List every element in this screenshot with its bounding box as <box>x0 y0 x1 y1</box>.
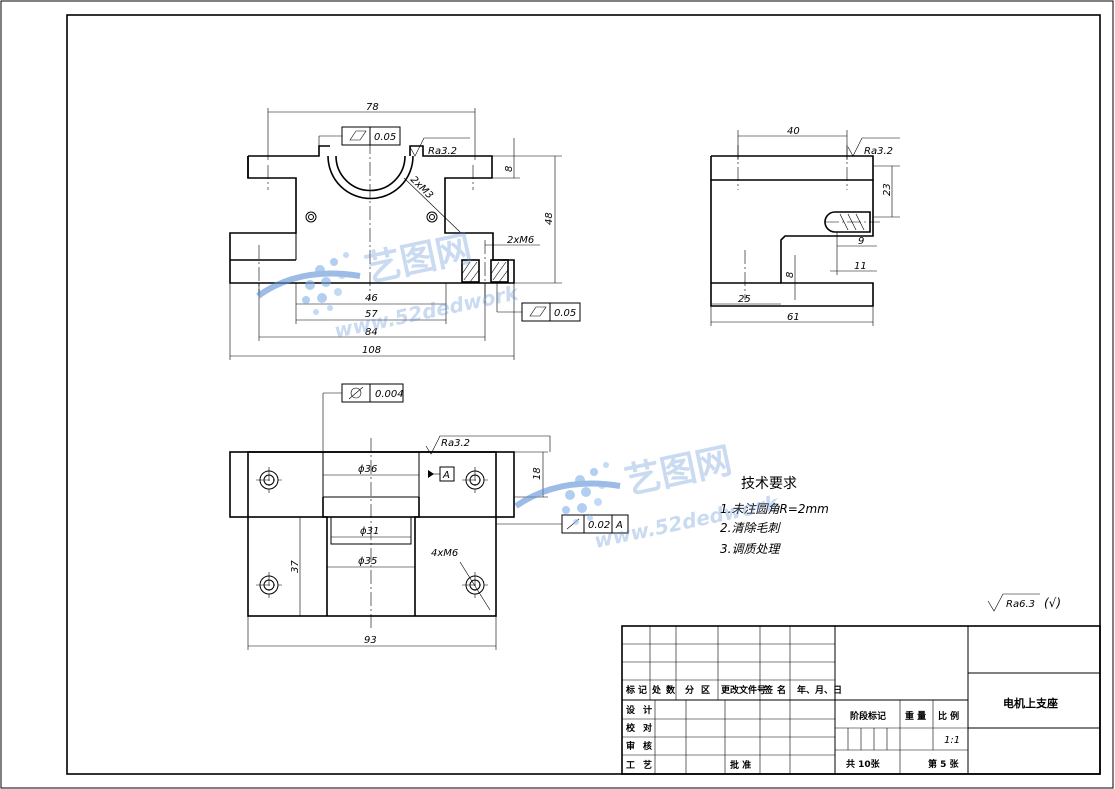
tb-sheets-total: 共 10张 <box>846 758 881 770</box>
tb-role-jiao: 校 <box>626 722 636 734</box>
tech-req-2: 2.清除毛刺 <box>720 521 781 535</box>
watermark-left: 艺图网 www.52dedwork <box>256 228 522 343</box>
dim-93: 93 <box>364 635 377 646</box>
dim-46: 46 <box>365 293 378 304</box>
general-roughness-value: Ra6.3 <box>1006 599 1035 610</box>
dim-25: 25 <box>738 294 751 305</box>
tb-role-dui: 对 <box>643 722 652 734</box>
flatness-top: 0.05 <box>374 132 396 143</box>
datum-a: A <box>442 470 450 481</box>
dim-18: 18 <box>532 467 543 480</box>
tb-weight: 重 量 <box>905 710 926 722</box>
dim-78: 78 <box>366 102 379 113</box>
technical-requirements: 技术要求 1.未注圆角R=2mm 2.清除毛刺 3.调质处理 <box>720 476 829 556</box>
thread-4xM6: 4xM6 <box>431 548 458 559</box>
tb-header-biao: 标 <box>625 684 635 696</box>
watermark-en-left: www.52dedwork <box>332 280 522 343</box>
dim-84: 84 <box>365 327 378 338</box>
dim-23: 23 <box>882 183 893 196</box>
runout-datum-ref: A <box>615 520 623 531</box>
tech-req-1: 1.未注圆角R=2mm <box>720 502 829 516</box>
top-view <box>229 383 629 650</box>
general-roughness-check: (√) <box>1044 596 1061 610</box>
side-dim-text: 40 23 9 11 8 25 61 Ra3.2 <box>738 126 893 323</box>
dim-37: 37 <box>290 560 301 573</box>
tb-scale-label: 比 例 <box>938 710 959 722</box>
watermark-right: 艺图网 www.52dedwork <box>514 440 782 553</box>
tb-approve: 批 准 <box>730 759 751 771</box>
flatness-bottom: 0.05 <box>554 308 576 319</box>
tb-header-chu: 处 <box>651 684 662 696</box>
tb-header-qu: 区 <box>701 685 710 696</box>
tech-req-title: 技术要求 <box>741 476 797 492</box>
dim-d36: ϕ36 <box>358 464 377 475</box>
cylindricity: 0.004 <box>375 389 404 400</box>
tb-part-name: 电机上支座 <box>1003 696 1058 710</box>
tb-header-ji: 记 <box>638 684 647 696</box>
dim-8: 8 <box>504 166 515 172</box>
roughness-front: Ra3.2 <box>428 146 457 157</box>
roughness-side: Ra3.2 <box>864 146 893 157</box>
watermark-cn-right: 艺图网 <box>621 440 735 503</box>
top-dim-text: ϕ36 ϕ31 ϕ35 93 37 18 4xM6 0.004 0.02 A A… <box>290 389 623 646</box>
tb-header-change-doc: 更改文件号 <box>721 684 766 696</box>
watermark-logo-globe <box>256 252 361 315</box>
dim-108: 108 <box>362 345 381 356</box>
dim-61: 61 <box>787 312 800 323</box>
runout: 0.02 <box>588 520 610 531</box>
dim-11: 11 <box>854 261 867 272</box>
dim-d31: ϕ31 <box>360 526 379 537</box>
title-block <box>621 625 1101 775</box>
tb-header-ming: 名 <box>777 684 786 696</box>
tb-role-she: 设 <box>626 704 636 716</box>
tb-header-shu: 数 <box>666 684 676 696</box>
dim-48: 48 <box>544 212 555 225</box>
tb-stage-mark: 阶段标记 <box>850 710 886 722</box>
watermark-cn-left: 艺图网 <box>361 228 475 291</box>
dim-57: 57 <box>365 309 378 320</box>
tech-req-3: 3.调质处理 <box>720 542 781 556</box>
tb-role-gong: 工 <box>626 760 635 771</box>
tb-role-ji: 计 <box>643 704 652 716</box>
tb-header-date: 年、月、日 <box>797 684 842 696</box>
dim-9: 9 <box>858 236 864 247</box>
watermark-logo-globe-2 <box>514 462 621 525</box>
tb-sheet-no: 第 5 张 <box>928 758 960 770</box>
tb-role-he: 核 <box>643 740 652 752</box>
general-roughness: Ra6.3 (√) <box>987 593 1061 612</box>
roughness-top: Ra3.2 <box>441 438 470 449</box>
inner-frame <box>66 14 1101 775</box>
front-view <box>229 108 581 360</box>
title-block-text: 标 记 处 数 分 区 更改文件号 签 名 年、月、日 设 计 校 对 审 核 … <box>625 684 1058 771</box>
dim-40: 40 <box>787 126 800 137</box>
tb-role-yi: 艺 <box>643 759 652 771</box>
dim-d35: ϕ35 <box>358 556 377 567</box>
tb-header-qian: 签 <box>763 684 774 696</box>
thread-2xM3: 2xM3 <box>408 174 435 201</box>
side-view <box>710 130 900 326</box>
thread-2xM6: 2xM6 <box>507 235 534 246</box>
tb-role-shen: 审 <box>626 740 635 752</box>
tb-header-fen: 分 <box>685 684 694 696</box>
tb-scale: 1:1 <box>944 735 960 746</box>
dim-8-side: 8 <box>785 272 796 278</box>
